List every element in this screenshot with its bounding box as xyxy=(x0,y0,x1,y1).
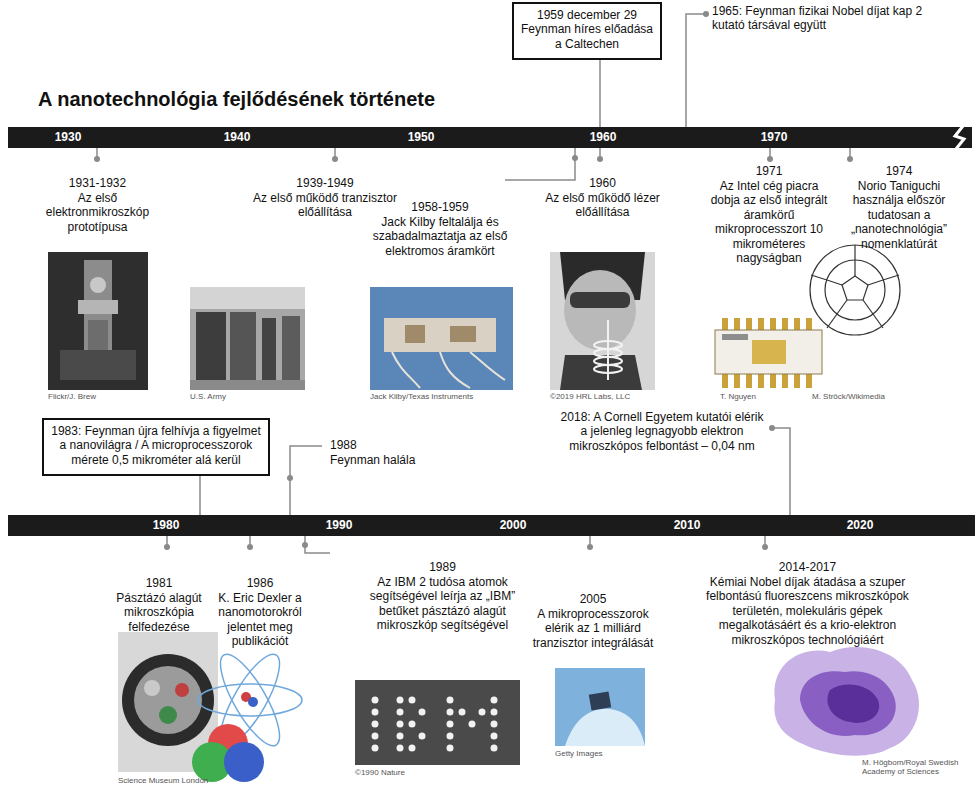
photo-credit: Getty Images xyxy=(555,749,655,758)
photo-credit: Flickr/J. Brew xyxy=(48,392,158,401)
event-label: Pásztázó alagút mikroszkópia felfedezése xyxy=(110,591,208,634)
ibm-atoms-image xyxy=(355,680,520,765)
computer-room-photo xyxy=(190,287,305,390)
photo-credit: M. Högbom/Royal Swedish Academy of Scien… xyxy=(862,758,972,776)
chip-photo xyxy=(715,318,822,388)
protein-structure-image xyxy=(774,647,919,756)
event-label: 2018: A Cornell Egyetem kutatói elérik a… xyxy=(558,410,766,453)
photo-credit: T. Nguyen xyxy=(720,392,800,401)
leader-connector xyxy=(599,60,601,127)
event-text: 1983: Feynman újra felhívja a figyelmet … xyxy=(50,424,262,467)
event-label: 1965: Feynman fizikai Nobel díjat kap 2 … xyxy=(712,4,957,33)
event-label: Az első működő lézer előállítása xyxy=(545,191,660,220)
event-label: 1960 xyxy=(545,176,660,190)
event-label: Az első működő tranzisztor előállítása xyxy=(245,191,405,220)
event-text: 1959 december 29 Feynman híres előadása … xyxy=(520,8,654,51)
photo-credit: ©1990 Nature xyxy=(355,768,455,777)
decade-label: 1970 xyxy=(761,130,788,145)
event-label: A mikroprocesszorok elérik az 1 milliárd… xyxy=(528,607,658,650)
event-label: 1939-1949 xyxy=(250,176,400,190)
highlight-box: 1959 december 29 Feynman híres előadása … xyxy=(512,2,662,60)
photo-credit: Science Museum London xyxy=(118,776,258,785)
event-label: 1958-1959 xyxy=(360,200,520,214)
decade-label: 2000 xyxy=(500,518,527,533)
decade-label: 1930 xyxy=(55,130,82,145)
photo-credit: Jack Kilby/Texas Instruments xyxy=(370,392,520,401)
photo-credit: ©2019 HRL Labs, LLC xyxy=(550,392,670,401)
event-label: 1971 xyxy=(705,164,833,178)
laser-photo xyxy=(550,252,655,390)
event-label: 2014-2017 xyxy=(705,560,910,574)
event-label: Norio Taniguchi használja először tudato… xyxy=(838,179,960,251)
microscope-photo xyxy=(48,252,148,390)
photo-credit: M. Ströck/Wikimedia xyxy=(812,392,942,401)
event-label: 1981 xyxy=(110,576,208,590)
decade-label: 1940 xyxy=(224,130,251,145)
diagram-title: A nanotechnológia fejlődésének története xyxy=(38,88,435,111)
decade-label: 2010 xyxy=(674,518,701,533)
timeline-bar: 1980 1990 2000 2010 2020 xyxy=(8,515,975,536)
atom-drawing xyxy=(192,647,302,782)
event-label: 1989 xyxy=(350,560,535,574)
circuit-photo xyxy=(370,287,513,390)
event-label: Jack Kilby feltalálja és szabadalmaztatj… xyxy=(355,215,525,258)
photo-credit: U.S. Army xyxy=(190,392,300,401)
event-label: Az IBM 2 tudósa atomok segítségével leír… xyxy=(350,575,535,633)
decade-label: 1990 xyxy=(326,518,353,533)
event-label: 2005 xyxy=(528,592,658,606)
decade-label: 1950 xyxy=(408,130,435,145)
event-label: 1931-1932 xyxy=(40,176,155,190)
decade-label: 1980 xyxy=(153,518,180,533)
event-label: Az első elektronmikroszkóp prototípusa xyxy=(30,191,165,234)
timeline-bar: 1930 1940 1950 1960 1970 xyxy=(8,127,952,148)
decade-label: 2020 xyxy=(847,518,874,533)
decade-label: 1960 xyxy=(590,130,617,145)
event-label: 1988 xyxy=(330,438,390,452)
fullerene-drawing xyxy=(810,245,900,335)
event-label: 1974 xyxy=(838,164,960,178)
event-label: Az Intel cég piacra dobja az első integr… xyxy=(705,179,833,265)
highlight-box: 1983: Feynman újra felhívja a figyelmet … xyxy=(42,418,270,476)
leader-connector xyxy=(199,476,201,515)
event-label: Feynman halála xyxy=(330,453,450,467)
event-label: 1986 xyxy=(210,576,310,590)
processor-photo xyxy=(555,668,645,746)
event-label: K. Eric Dexler a nanomotorokról jelentet… xyxy=(210,591,310,649)
event-label: Kémiai Nobel díjak átadása a szuper felb… xyxy=(700,575,915,647)
